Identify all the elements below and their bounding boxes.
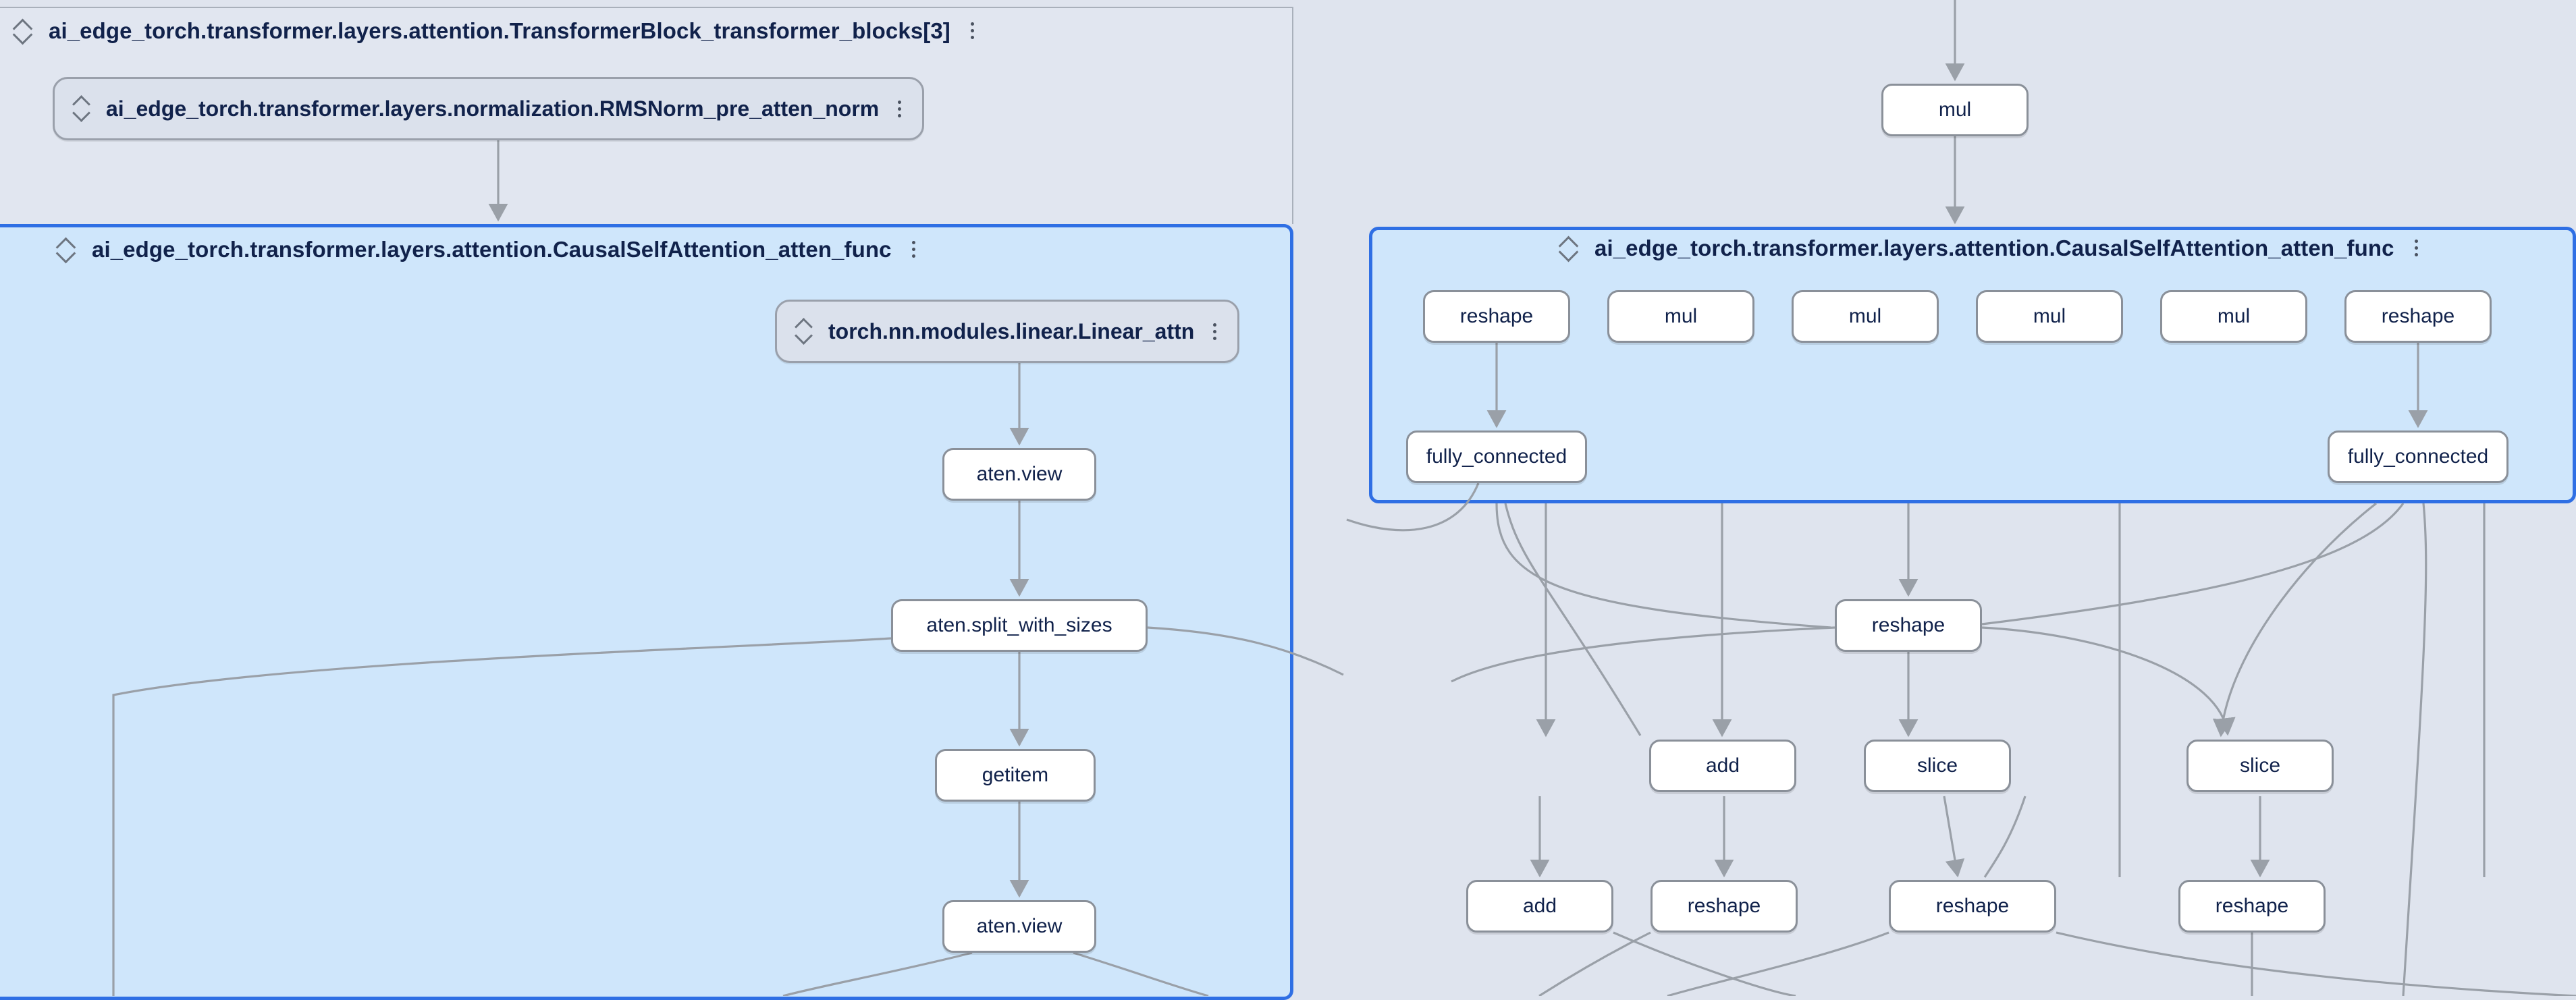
expand-chevrons-icon[interactable] xyxy=(72,96,90,121)
op-node[interactable]: mul xyxy=(2160,290,2307,343)
op-node[interactable]: fully_connected xyxy=(2328,430,2508,483)
op-node-label: reshape xyxy=(1459,305,1534,327)
op-node-label: aten.view xyxy=(976,915,1063,937)
more-options-kebab-icon[interactable] xyxy=(1210,320,1220,343)
op-node-label: mul xyxy=(2033,305,2066,327)
op-node[interactable]: aten.view xyxy=(942,448,1096,501)
op-node-label: mul xyxy=(2217,305,2251,327)
module-label-linear-attn: torch.nn.modules.linear.Linear_attn xyxy=(828,318,1195,343)
module-node-linear-attn[interactable]: torch.nn.modules.linear.Linear_attn xyxy=(775,300,1240,363)
op-node[interactable]: slice xyxy=(1864,740,2011,792)
op-node[interactable]: add xyxy=(1466,880,1613,933)
group-title-attention-right: ai_edge_torch.transformer.layers.attenti… xyxy=(1594,235,2394,260)
op-node[interactable]: aten.split_with_sizes xyxy=(891,599,1148,652)
op-node[interactable]: reshape xyxy=(1889,880,2056,933)
module-label-rms-norm: ai_edge_torch.transformer.layers.normali… xyxy=(106,96,880,121)
expand-chevrons-icon[interactable] xyxy=(795,318,812,344)
group-header-attention-left[interactable]: ai_edge_torch.transformer.layers.attenti… xyxy=(57,238,919,260)
module-node-rms-norm[interactable]: ai_edge_torch.transformer.layers.normali… xyxy=(53,77,925,140)
op-node[interactable]: reshape xyxy=(2178,880,2326,933)
op-node[interactable]: mul xyxy=(1792,290,1939,343)
op-node[interactable]: fully_connected xyxy=(1406,430,1587,483)
more-options-kebab-icon[interactable] xyxy=(2412,236,2421,259)
op-node-label: reshape xyxy=(2381,305,2455,327)
more-options-kebab-icon[interactable] xyxy=(895,97,905,120)
op-node-label: slice xyxy=(2239,754,2280,777)
op-node[interactable]: mul xyxy=(1976,290,2123,343)
more-options-kebab-icon[interactable] xyxy=(968,19,977,42)
op-node-label: fully_connected xyxy=(1426,445,1567,468)
op-node-label: aten.split_with_sizes xyxy=(926,614,1112,636)
op-node-label: getitem xyxy=(982,764,1049,786)
op-node[interactable]: getitem xyxy=(935,749,1096,802)
op-node-label: add xyxy=(1705,754,1740,777)
more-options-kebab-icon[interactable] xyxy=(909,238,919,260)
op-node-label: aten.view xyxy=(976,463,1063,485)
group-header-attention-right[interactable]: ai_edge_torch.transformer.layers.attenti… xyxy=(1559,236,2421,259)
op-node[interactable]: reshape xyxy=(2344,290,2492,343)
op-node-label: mul xyxy=(1848,305,1882,327)
op-node[interactable]: mul xyxy=(1607,290,1754,343)
op-node[interactable]: aten.view xyxy=(942,900,1096,953)
op-node[interactable]: reshape xyxy=(1651,880,1798,933)
op-node-label: reshape xyxy=(1687,895,1761,917)
collapse-chevrons-icon[interactable] xyxy=(1559,236,1577,259)
op-node-label: slice xyxy=(1916,754,1958,777)
op-node-label: reshape xyxy=(1935,895,2010,917)
op-node[interactable]: reshape xyxy=(1423,290,1570,343)
collapse-chevrons-icon[interactable] xyxy=(57,238,74,260)
op-node-label: reshape xyxy=(1871,614,1946,636)
op-node-label: mul xyxy=(1938,99,1972,121)
collapse-chevrons-icon[interactable] xyxy=(14,19,31,42)
group-title-transformer-block: ai_edge_torch.transformer.layers.attenti… xyxy=(49,18,950,43)
op-node[interactable]: mul xyxy=(1881,84,2029,136)
op-node-label: reshape xyxy=(2215,895,2289,917)
op-node[interactable]: slice xyxy=(2186,740,2334,792)
op-node[interactable]: add xyxy=(1649,740,1796,792)
op-node-label: fully_connected xyxy=(2347,445,2489,468)
op-node[interactable]: reshape xyxy=(1835,599,1982,652)
group-title-attention-left: ai_edge_torch.transformer.layers.attenti… xyxy=(92,236,892,262)
op-node-label: add xyxy=(1522,895,1557,917)
op-node-label: mul xyxy=(1664,305,1698,327)
group-header-transformer-block[interactable]: ai_edge_torch.transformer.layers.attenti… xyxy=(14,19,977,42)
